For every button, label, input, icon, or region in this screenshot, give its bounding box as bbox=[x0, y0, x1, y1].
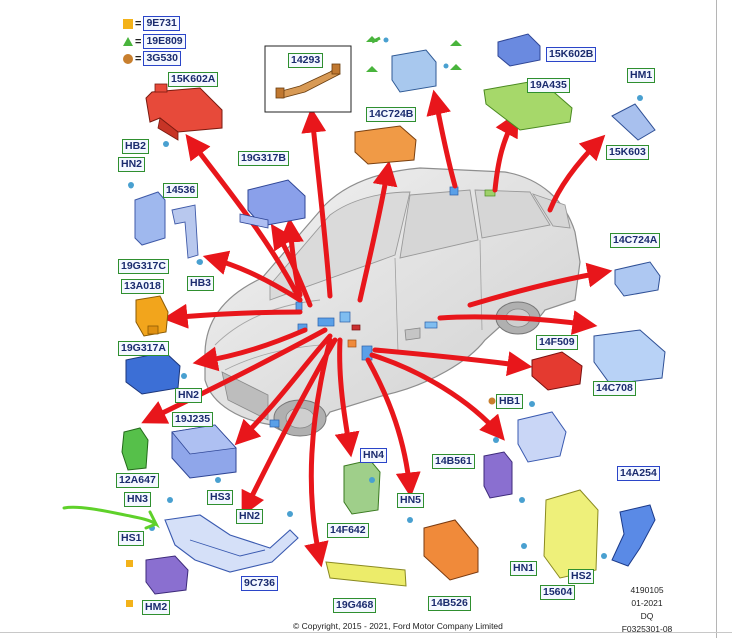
drawing-code: DQ bbox=[640, 611, 654, 621]
module-14C708 bbox=[593, 329, 666, 385]
label-14293: 14293 bbox=[288, 53, 324, 68]
vehicle-silhouette bbox=[204, 167, 581, 437]
label-14F509: 14F509 bbox=[536, 335, 578, 350]
label-19G317A: 19G317A bbox=[118, 341, 169, 356]
label-14B526: 14B526 bbox=[428, 596, 471, 611]
label-HN5: HN5 bbox=[397, 493, 425, 508]
copyright-text: © Copyright, 2015 - 2021, Ford Motor Com… bbox=[293, 621, 503, 631]
label-HB2: HB2 bbox=[122, 139, 150, 154]
label-9C736: 9C736 bbox=[241, 576, 278, 591]
drawing-number: 4190105 bbox=[630, 585, 664, 595]
label-HS2: HS2 bbox=[568, 569, 595, 584]
label-14B561: 14B561 bbox=[432, 454, 475, 469]
label-14C708: 14C708 bbox=[593, 381, 636, 396]
drawing-info: 4190105 01-2021 DQ F0325301-08 bbox=[612, 584, 682, 636]
legend-row-2: = 19E809 bbox=[123, 34, 186, 49]
label-19A435: 19A435 bbox=[527, 78, 570, 93]
label-15K602B: 15K602B bbox=[546, 47, 597, 62]
label-HB3: HB3 bbox=[187, 276, 215, 291]
module-19G317C bbox=[128, 182, 203, 265]
module-13A018 bbox=[135, 295, 169, 337]
label-HS3: HS3 bbox=[207, 490, 234, 505]
module-19J235 bbox=[171, 424, 237, 483]
legend-code-2: 19E809 bbox=[143, 34, 186, 49]
module-HM2 bbox=[145, 555, 189, 595]
module-14A254 bbox=[601, 504, 656, 567]
label-HM2: HM2 bbox=[142, 600, 171, 615]
label-14C724B: 14C724B bbox=[366, 107, 417, 122]
label-HB1: HB1 bbox=[496, 394, 524, 409]
label-HN2-mid: HN2 bbox=[175, 388, 203, 403]
label-14A254: 14A254 bbox=[617, 466, 660, 481]
label-HM1: HM1 bbox=[627, 68, 656, 83]
frame-border-bottom bbox=[0, 632, 732, 633]
module-14B561 bbox=[483, 411, 567, 503]
module-15K602B bbox=[497, 33, 541, 67]
module-15K603 bbox=[611, 95, 656, 141]
label-HN2-bot: HN2 bbox=[236, 509, 264, 524]
label-HN2-top: HN2 bbox=[118, 157, 146, 172]
label-HS1: HS1 bbox=[118, 531, 145, 546]
label-14C724A: 14C724A bbox=[610, 233, 661, 248]
triangle-icon bbox=[123, 37, 133, 46]
module-19G468 bbox=[325, 561, 407, 587]
module-14F509 bbox=[531, 351, 583, 391]
module-15K602A bbox=[145, 83, 223, 141]
legend-row-1: = 9E731 bbox=[123, 16, 180, 31]
label-HN4: HN4 bbox=[360, 448, 388, 463]
module-14C724A bbox=[614, 261, 661, 297]
module-14293 bbox=[275, 63, 341, 99]
label-19G468: 19G468 bbox=[333, 598, 377, 613]
label-19G317B: 19G317B bbox=[238, 151, 289, 166]
circle-icon bbox=[123, 53, 133, 64]
drawing-id: F0325301-08 bbox=[621, 624, 673, 634]
module-top-center bbox=[366, 36, 462, 93]
label-14536: 14536 bbox=[163, 183, 199, 198]
legend-row-3: = 3G530 bbox=[123, 51, 181, 66]
drawing-date: 01-2021 bbox=[631, 598, 663, 608]
label-15K603: 15K603 bbox=[606, 145, 649, 160]
label-19J235: 19J235 bbox=[172, 412, 214, 427]
label-19G317C: 19G317C bbox=[118, 259, 169, 274]
label-15604: 15604 bbox=[540, 585, 576, 600]
label-14F642: 14F642 bbox=[327, 523, 369, 538]
label-HN3: HN3 bbox=[124, 492, 152, 507]
label-12A647: 12A647 bbox=[116, 473, 159, 488]
label-15K602A: 15K602A bbox=[168, 72, 219, 87]
frame-border-right bbox=[716, 0, 717, 638]
module-19G317B bbox=[239, 179, 306, 229]
label-HN1: HN1 bbox=[510, 561, 538, 576]
annotation-stroke bbox=[62, 505, 160, 530]
legend-code-3: 3G530 bbox=[143, 51, 181, 66]
label-13A018: 13A018 bbox=[121, 279, 164, 294]
module-14F642 bbox=[343, 459, 381, 515]
module-12A647 bbox=[121, 427, 149, 471]
module-15604 bbox=[543, 489, 599, 579]
module-9C736 bbox=[164, 514, 299, 573]
module-14C724B bbox=[354, 125, 417, 165]
module-14B526 bbox=[407, 517, 479, 581]
square-icon bbox=[123, 18, 133, 29]
callout-arrows bbox=[141, 89, 613, 568]
legend-code-1: 9E731 bbox=[143, 16, 180, 31]
